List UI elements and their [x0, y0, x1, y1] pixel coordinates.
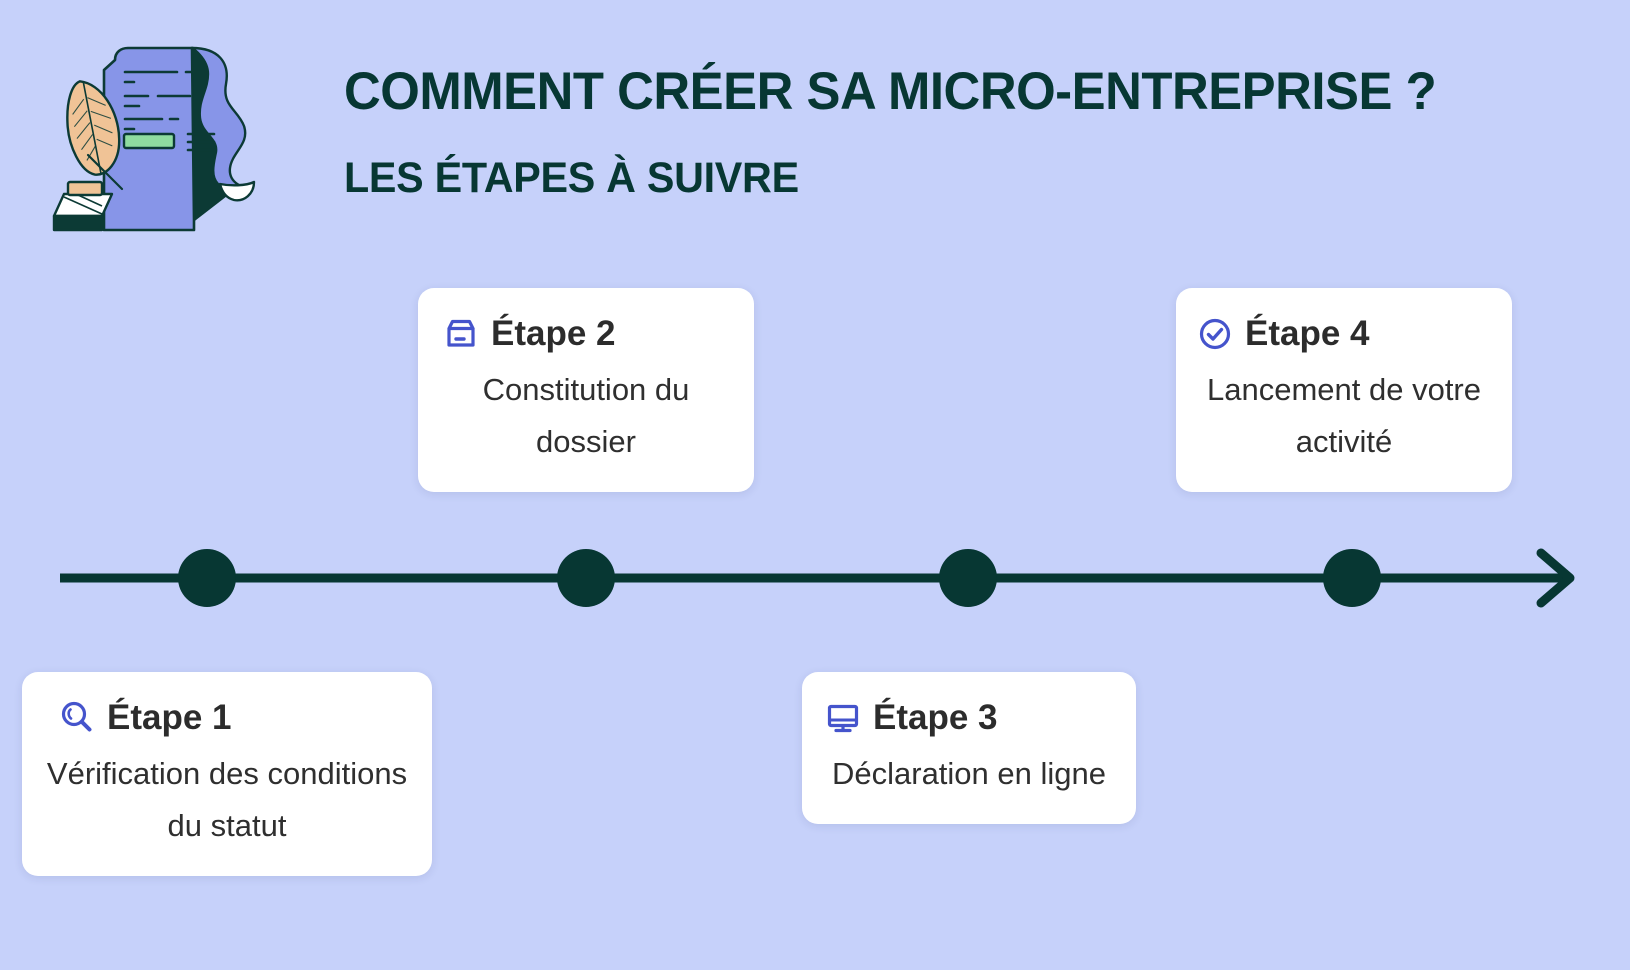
- step-1-description: Vérification des conditions du statut: [46, 756, 408, 843]
- magnifying-glass-icon: [58, 699, 96, 737]
- check-circle-icon: [1196, 315, 1234, 353]
- step-2-label: Étape 2: [491, 314, 616, 353]
- desktop-monitor-icon: [824, 699, 862, 737]
- step-card-2[interactable]: Étape 2 Constitution du dossier: [418, 288, 754, 492]
- timeline-dot-step-1: [178, 549, 236, 607]
- step-4-label: Étape 4: [1245, 314, 1370, 353]
- header-title-block: COMMENT CRÉER SA MICRO-ENTREPRISE ? LES …: [344, 62, 1574, 204]
- step-4-description: Lancement de votre activité: [1206, 372, 1481, 459]
- step-1-header: Étape 1: [22, 698, 432, 738]
- step-4-header: Étape 4: [1176, 314, 1512, 354]
- timeline: [0, 520, 1630, 640]
- step-card-4[interactable]: Étape 4 Lancement de votre activité: [1176, 288, 1512, 492]
- step-2-header: Étape 2: [418, 314, 754, 354]
- timeline-dot-step-3: [939, 549, 997, 607]
- page-subtitle: LES ÉTAPES À SUIVRE: [344, 154, 799, 202]
- page-title: COMMENT CRÉER SA MICRO-ENTREPRISE ?: [344, 62, 1437, 121]
- timeline-arrow-icon: [1536, 548, 1575, 608]
- step-1-label: Étape 1: [107, 698, 232, 737]
- timeline-dot-step-2: [557, 549, 615, 607]
- step-3-header: Étape 3: [802, 698, 1136, 738]
- step-2-description: Constitution du dossier: [482, 372, 690, 459]
- archive-box-icon: [442, 315, 480, 353]
- step-card-3[interactable]: Étape 3 Déclaration en ligne: [802, 672, 1136, 824]
- scroll-quill-inkwell-illustration: [42, 34, 292, 242]
- timeline-dot-step-4: [1323, 549, 1381, 607]
- step-3-label: Étape 3: [873, 698, 998, 737]
- step-card-1[interactable]: Étape 1 Vérification des conditions du s…: [22, 672, 432, 876]
- step-3-description: Déclaration en ligne: [831, 756, 1106, 791]
